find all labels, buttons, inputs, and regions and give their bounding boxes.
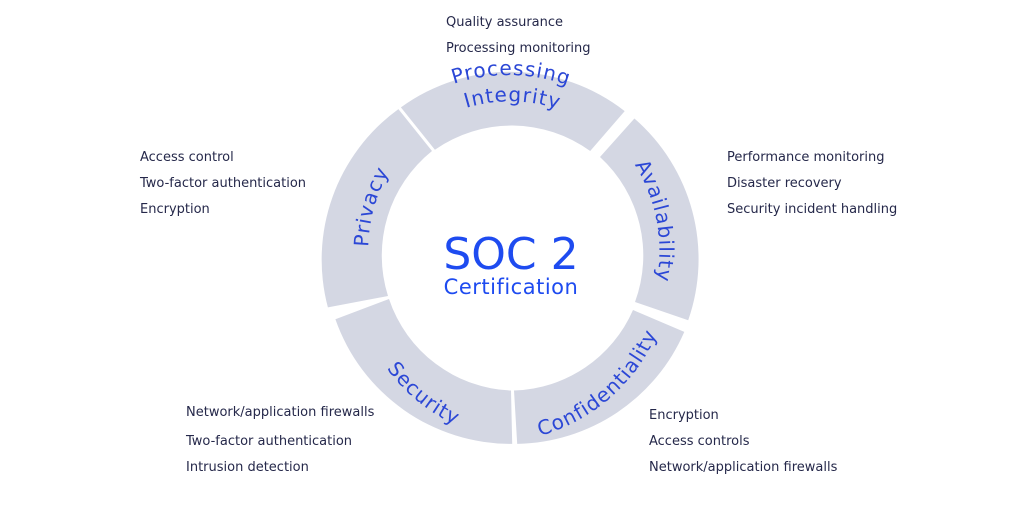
ring [321,71,699,444]
list-item: Encryption [140,201,210,217]
list-item: Processing monitoring [446,40,591,56]
list-item: Encryption [649,408,719,423]
list-item: Performance monitoring [727,150,885,165]
list-item: Disaster recovery [727,175,842,191]
list-item: Access controls [649,433,750,449]
list-item: Network/application firewalls [649,459,838,475]
list-item: Network/application firewalls [186,405,375,420]
availability-items: Performance monitoring Disaster recovery… [727,150,897,227]
center-subtitle: Certification [444,275,579,299]
segment-availability [600,118,699,321]
segment-processing-integrity [400,71,625,151]
list-item: Intrusion detection [186,459,309,475]
privacy-items: Access control Two-factor authentication… [140,150,306,227]
list-item: Access control [140,150,234,165]
confidentiality-items: Encryption Access controls Network/appli… [649,408,837,485]
processing-integrity-items: Quality assurance Processing monitoring [446,15,591,67]
center-title: SOC 2 [443,229,578,280]
segment-privacy [321,109,432,308]
segment-confidentiality [514,310,685,444]
security-items: Network/application firewalls Two-factor… [186,405,374,486]
segment-security [335,299,513,444]
list-item: Two-factor authentication [140,175,307,191]
list-item: Two-factor authentication [186,434,353,449]
list-item: Quality assurance [446,15,564,30]
list-item: Security incident handling [727,201,898,217]
